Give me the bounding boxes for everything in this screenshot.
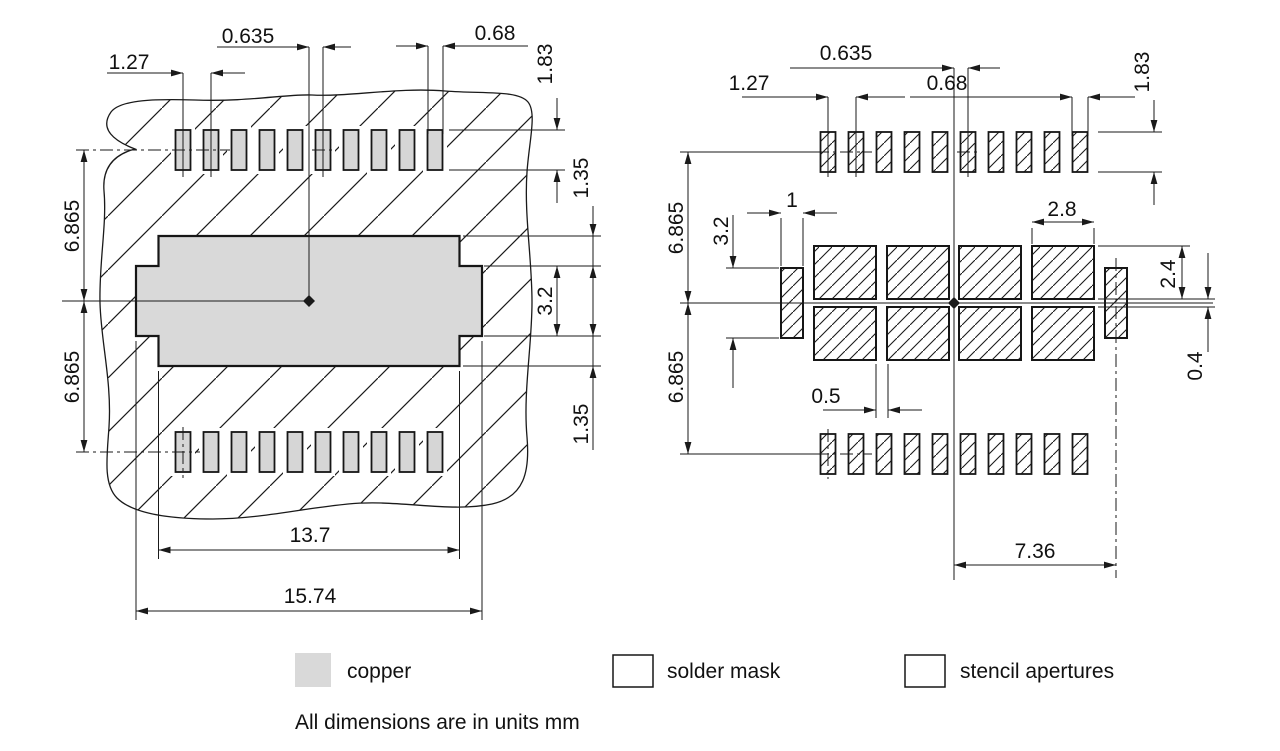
dim-pad-height-label: 1.83 <box>534 44 557 85</box>
thermal-aperture-array <box>780 245 1128 361</box>
dim-copper-width-label: 13.7 <box>290 524 331 547</box>
copper-pad <box>342 129 360 171</box>
copper-swatch <box>295 653 331 687</box>
stencil-pad-rows <box>819 131 1089 475</box>
copper-pad <box>342 431 360 473</box>
copper-pad <box>230 129 248 171</box>
dim-mask-width-label: 15.74 <box>284 585 337 608</box>
center-mark <box>303 295 315 307</box>
legend-stencil-label: stencil apertures <box>960 660 1114 683</box>
legend-solder-mask-label: solder mask <box>667 660 781 683</box>
dim-pad-width-label: 0.68 <box>927 72 968 95</box>
copper-pad <box>286 129 304 171</box>
stencil-pad <box>1015 433 1033 475</box>
dim-row-offset-top-label: 6.865 <box>665 202 688 255</box>
stencil-pad <box>959 433 977 475</box>
dim-col-gap-label: 0.5 <box>811 385 840 408</box>
stencil-pad <box>931 433 949 475</box>
thermal-aperture <box>958 245 1022 300</box>
stencil-pad <box>903 433 921 475</box>
copper-pad <box>398 129 416 171</box>
copper-pad <box>258 129 276 171</box>
thermal-aperture <box>1031 306 1095 361</box>
stencil-apertures-swatch <box>904 654 946 688</box>
copper-pad <box>202 431 220 473</box>
dim-strip-width-label: 1 <box>786 189 798 212</box>
dim-row-offset-bottom-label: 6.865 <box>665 351 688 404</box>
stencil-pad <box>1015 131 1033 173</box>
dim-pad-height-label: 1.83 <box>1131 52 1154 93</box>
copper-pad <box>370 431 388 473</box>
dim-row-offset-top-label: 6.865 <box>61 200 84 253</box>
thermal-aperture <box>1031 245 1095 300</box>
legend: copper solder mask stencil apertures All… <box>295 653 1114 734</box>
copper-pad <box>230 431 248 473</box>
dim-pad-pitch-label: 1.27 <box>109 51 150 74</box>
dim-row-gap-label: 0.4 <box>1184 351 1207 381</box>
copper-pad <box>314 431 332 473</box>
copper-pad-rows <box>174 129 444 473</box>
stencil-pad <box>1043 433 1061 475</box>
thermal-aperture <box>813 306 877 361</box>
copper-pad <box>398 431 416 473</box>
dim-half-pitch-label: 0.635 <box>222 25 275 48</box>
stencil-pad <box>931 131 949 173</box>
copper-pad <box>258 431 276 473</box>
right-centerlines <box>680 68 1213 580</box>
right-view: 0.635 1.27 0.68 1.83 6.865 6.865 3.2 1 2… <box>665 42 1215 580</box>
dim-aperture-height-label: 2.4 <box>1157 259 1180 289</box>
dim-row-offset-bottom-label: 6.865 <box>61 351 84 404</box>
stencil-pad <box>1043 131 1061 173</box>
dim-tab-height-label: 3.2 <box>534 286 557 315</box>
left-dimension-lines <box>80 42 597 615</box>
copper-pad <box>370 129 388 171</box>
copper-pad <box>426 129 444 171</box>
dim-mask-step-bottom-label: 1.35 <box>570 404 593 445</box>
dim-aperture-width-label: 2.8 <box>1047 198 1076 221</box>
dim-mask-step-top-label: 1.35 <box>570 158 593 199</box>
thermal-aperture <box>886 245 950 300</box>
stencil-pad <box>1071 433 1089 475</box>
right-dimension-lines <box>684 64 1212 569</box>
stencil-pad <box>875 131 893 173</box>
left-centerlines <box>62 46 444 478</box>
solder-mask-swatch <box>612 654 654 688</box>
stencil-pad <box>1071 131 1089 173</box>
units-note: All dimensions are in units mm <box>295 711 580 734</box>
thermal-aperture <box>813 245 877 300</box>
left-view: 1.27 0.635 0.68 1.83 1.35 3.2 1.35 6.865… <box>61 22 601 620</box>
stencil-pad <box>875 433 893 475</box>
dim-pad-width-label: 0.68 <box>475 22 516 45</box>
center-mark <box>948 297 960 309</box>
left-extension-lines <box>135 129 601 620</box>
copper-pad <box>286 431 304 473</box>
legend-copper-label: copper <box>347 660 411 683</box>
thermal-aperture <box>958 306 1022 361</box>
dim-strip-height-label: 3.2 <box>710 216 733 245</box>
dim-half-pitch-label: 0.635 <box>820 42 873 65</box>
copper-pad <box>426 431 444 473</box>
thermal-aperture <box>886 306 950 361</box>
dim-strip-offset-label: 7.36 <box>1015 540 1056 563</box>
right-extension-lines <box>680 131 1215 455</box>
stencil-pad <box>903 131 921 173</box>
stencil-pad <box>987 433 1005 475</box>
dim-pad-pitch-label: 1.27 <box>729 72 770 95</box>
stencil-pad <box>987 131 1005 173</box>
